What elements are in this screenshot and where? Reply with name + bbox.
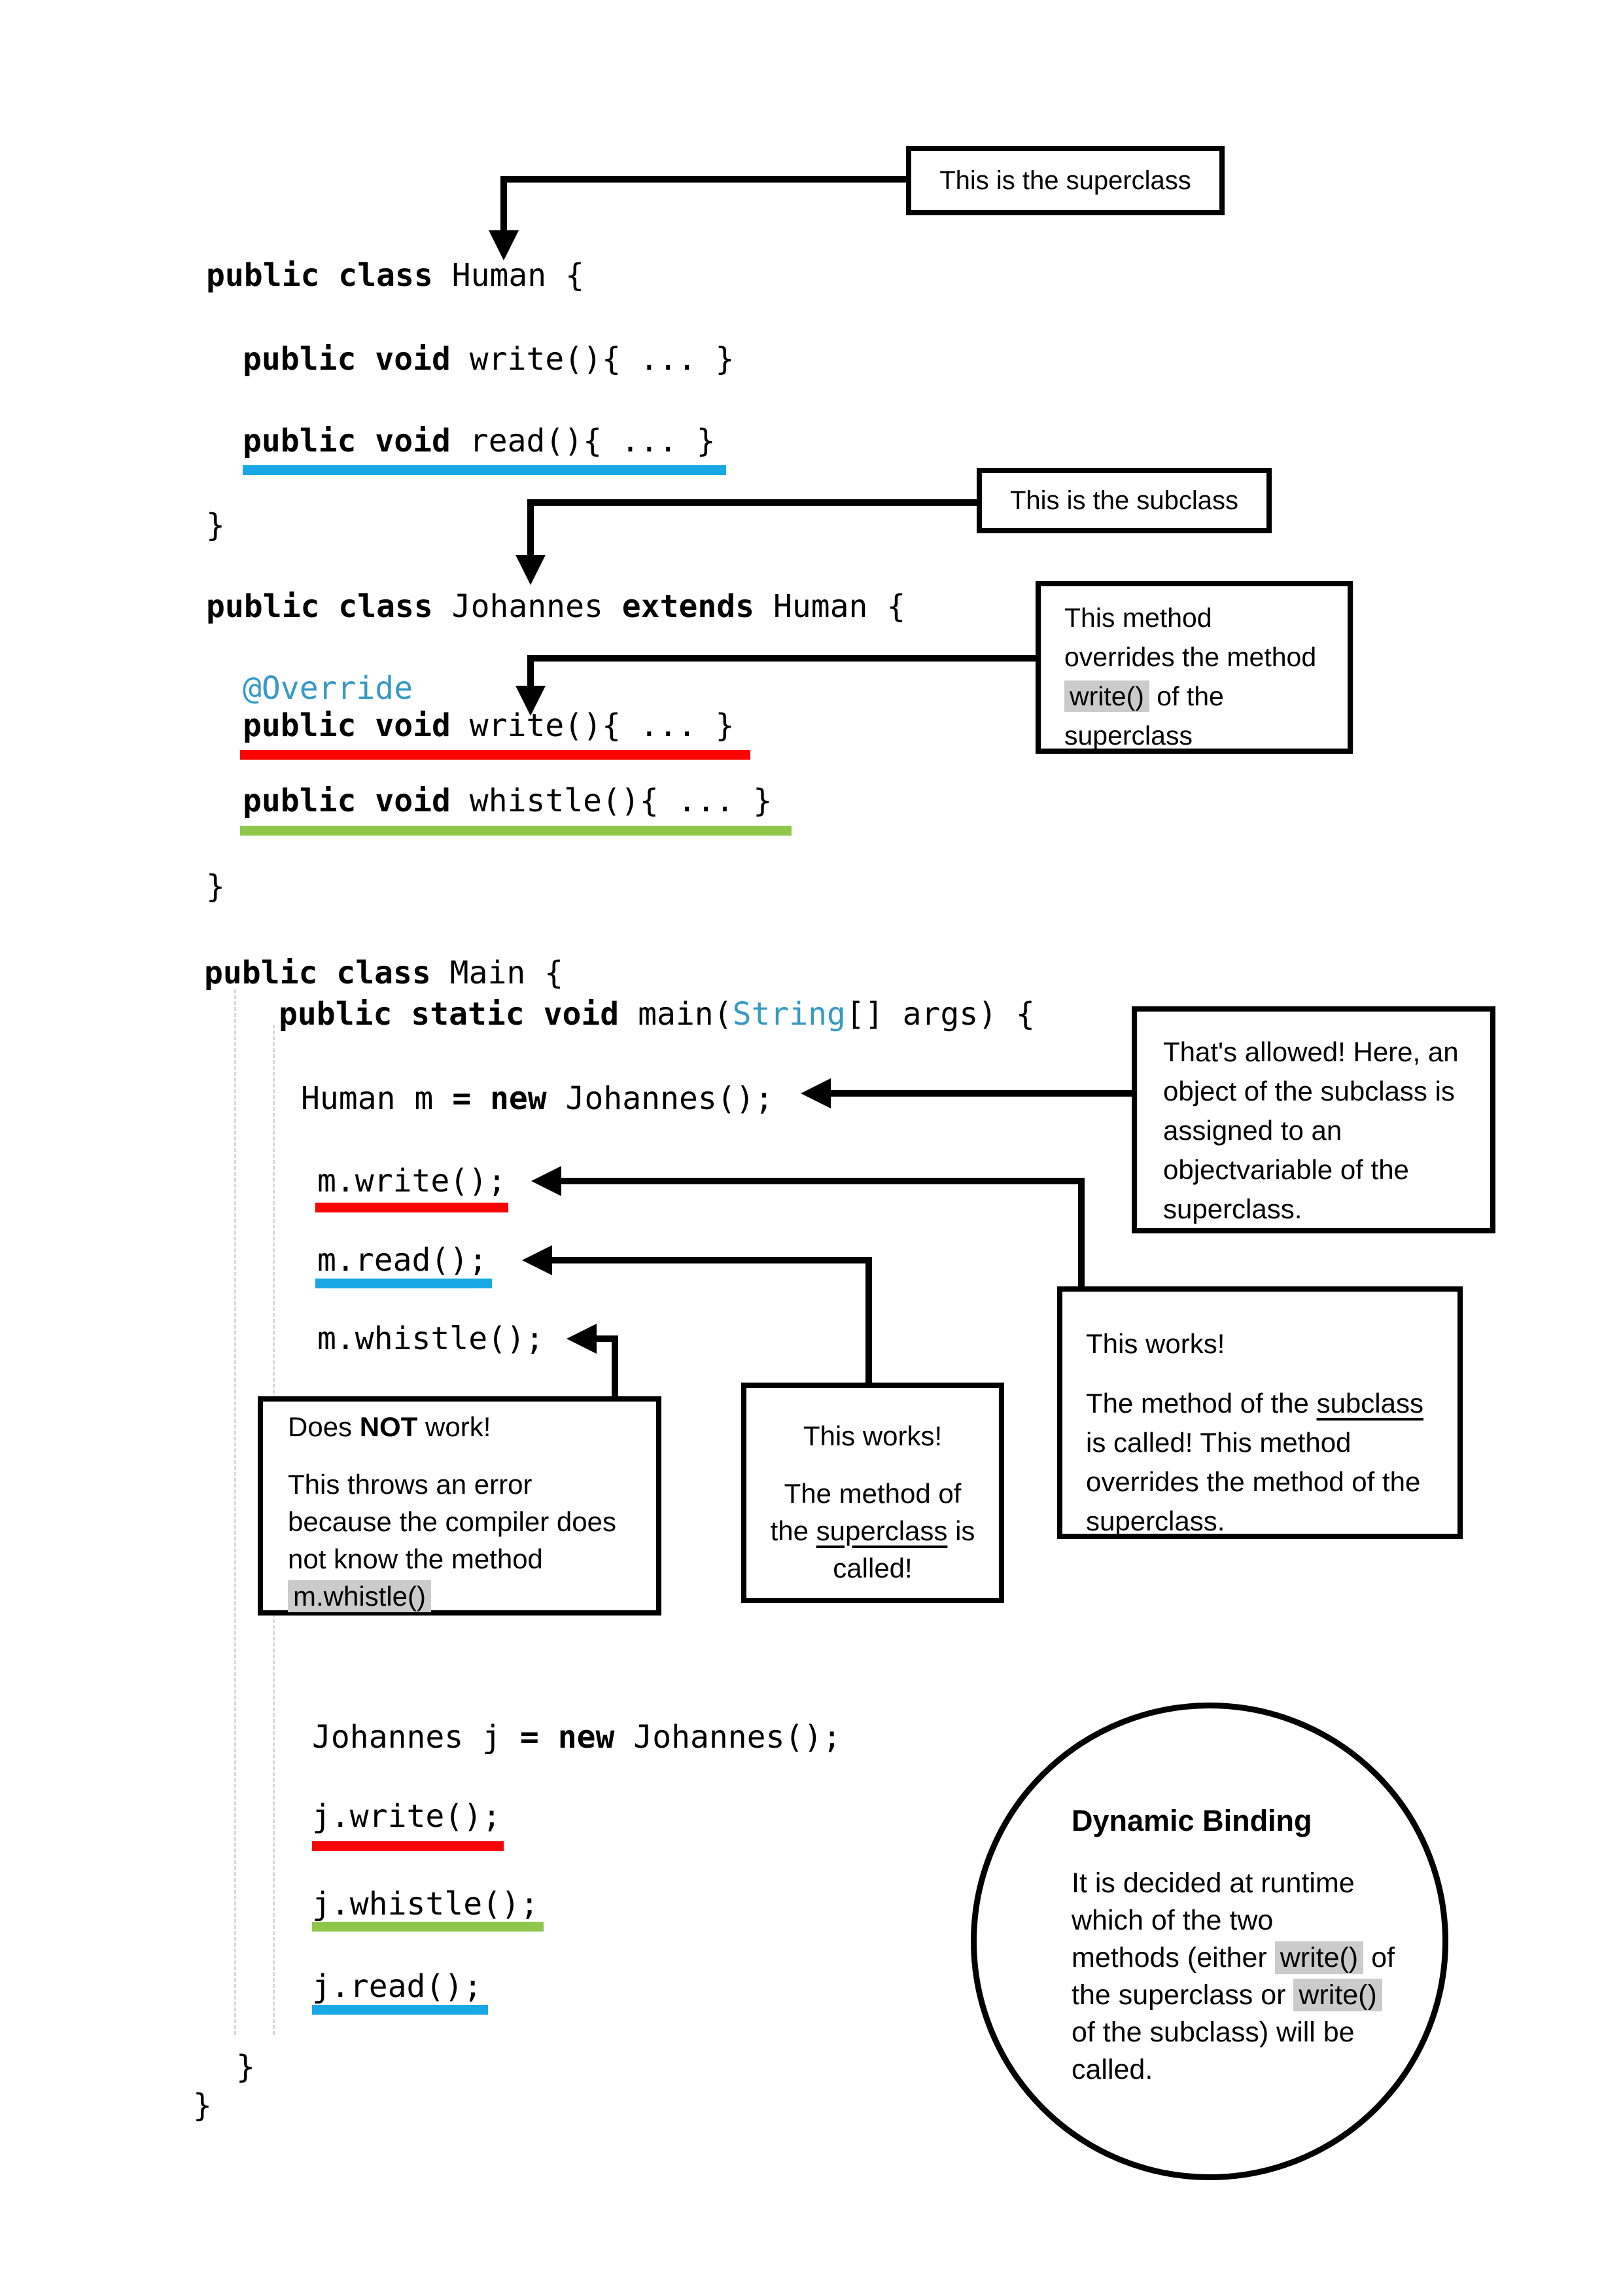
code-line-m-read: m.read(); (317, 1242, 488, 1279)
code-line-j-whistle: j.whistle(); (312, 1886, 539, 1922)
code-line-johannes-close-brace: } (206, 868, 225, 905)
code-line-main-class: public class Main { (204, 955, 564, 991)
code-line-j-write: j.write(); (312, 1798, 501, 1835)
code-line-human-m-decl: Human m = new Johannes(); (301, 1080, 774, 1117)
dynamic-binding-title: Dynamic Binding (1072, 1804, 1312, 1837)
code-line-main-method: public static void main(String[] args) { (279, 996, 1035, 1033)
code-line-m-whistle: m.whistle(); (317, 1320, 544, 1357)
code-line-johannes-class: public class Johannes extends Human { (206, 588, 906, 625)
m-write-arrow-horizontal (556, 1178, 1085, 1184)
code-line-human-read: public void read(){ ... } (243, 423, 716, 459)
code-line-johannes-write: public void write(){ ... } (243, 707, 735, 744)
superclass-label-text: This is the superclass (939, 166, 1191, 195)
code-line-johannes-whistle: public void whistle(){ ... } (243, 783, 773, 819)
code-line-j-read: j.read(); (312, 1968, 483, 2005)
underline-whistle-green (240, 826, 792, 836)
subclass-arrow-horizontal (531, 499, 978, 506)
indent-guide (234, 989, 236, 2035)
code-line-main-class-close-brace: } (193, 2087, 212, 2124)
code-line-main-method-close-brace: } (236, 2049, 255, 2085)
subclass-label-text: This is the subclass (1009, 486, 1239, 515)
code-line-override-annotation: @Override (243, 670, 413, 707)
subclass-arrow-vertical (527, 499, 534, 559)
arrowhead-down-icon (515, 555, 546, 585)
m-whistle-arrow-horizontal (591, 1335, 618, 1342)
underline-m-read-blue (315, 1279, 492, 1288)
dynamic-binding-content: Dynamic Binding It is decided at runtime… (1072, 1804, 1438, 2089)
underline-j-whistle-green (312, 1922, 544, 1932)
superclass-arrow-horizontal (504, 176, 907, 183)
m-read-arrow-horizontal (547, 1257, 872, 1263)
superclass-label-box: This is the superclass (906, 146, 1225, 215)
arrowhead-down-icon (515, 686, 546, 716)
underline-write-red (240, 750, 750, 760)
dynamic-binding-circle: Dynamic Binding It is decided at runtime… (971, 1703, 1448, 2180)
superclass-arrow-vertical (500, 176, 507, 234)
m-whistle-arrow-vertical (612, 1335, 618, 1398)
underline-read-blue (243, 465, 726, 475)
allowed-arrow-horizontal (826, 1090, 1133, 1097)
code-line-human-class: public class Human { (206, 257, 584, 294)
code-line-johannes-j-decl: Johannes j = new Johannes(); (312, 1719, 842, 1756)
code-line-m-write: m.write(); (317, 1163, 506, 1199)
underline-j-write-red (312, 1841, 504, 1851)
override-arrow-horizontal (531, 655, 1037, 662)
code-line-human-close-brace: } (206, 507, 225, 544)
override-arrow-vertical (527, 655, 534, 691)
underline-m-write-red (315, 1203, 508, 1212)
m-read-arrow-vertical (865, 1257, 872, 1384)
arrowhead-down-icon (489, 230, 519, 260)
subclass-label-box: This is the subclass (977, 468, 1272, 533)
code-line-human-write: public void write(){ ... } (243, 341, 735, 378)
m-write-arrow-vertical (1078, 1178, 1085, 1288)
underline-j-read-blue (312, 2005, 488, 2015)
